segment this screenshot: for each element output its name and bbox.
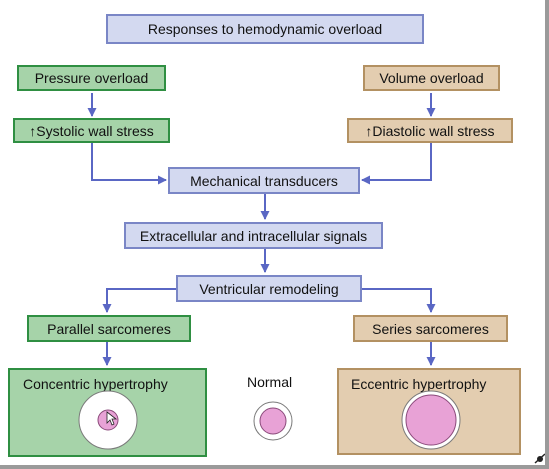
diastolic-wall-stress-label: Diastolic wall stress [372,122,495,139]
up-arrow-icon: ↑ [29,122,37,139]
series-sarcomeres-box: Series sarcomeres [353,315,508,342]
frame-bottom-border [0,465,549,469]
volume-overload-label: Volume overload [379,70,484,86]
ventricular-remodeling-box: Ventricular remodeling [176,275,362,302]
volume-overload-box: Volume overload [363,65,500,91]
normal-heart-icon [253,401,293,441]
signals-label: Extracellular and intracellular signals [139,227,368,244]
title-label: Responses to hemodynamic overload [147,21,383,37]
frame-right-border [545,0,549,469]
mouse-cursor-icon [106,411,118,426]
parallel-sarcomeres-label: Parallel sarcomeres [47,320,171,337]
systolic-wall-stress-box: ↑ Systolic wall stress [13,118,170,143]
up-arrow-icon: ↑ [365,122,373,139]
pressure-overload-box: Pressure overload [17,65,166,91]
arrow-remodeling-to-series [362,288,436,313]
series-sarcomeres-label: Series sarcomeres [372,320,489,337]
arrow-diastolic-to-transducers [361,142,432,185]
eccentric-heart-icon [401,390,461,450]
diastolic-wall-stress-box: ↑ Diastolic wall stress [347,118,513,143]
arrow-systolic-to-transducers [91,142,167,185]
eccentric-hypertrophy-label: Eccentric hypertrophy [351,376,487,392]
mechanical-transducers-box: Mechanical transducers [168,167,360,194]
concentric-heart-icon [78,390,138,450]
corner-logo-icon [534,453,546,464]
parallel-sarcomeres-box: Parallel sarcomeres [27,315,191,342]
normal-label: Normal [247,374,293,390]
pressure-overload-label: Pressure overload [34,70,149,86]
signals-box: Extracellular and intracellular signals [124,222,383,249]
systolic-wall-stress-label: Systolic wall stress [36,122,154,139]
arrow-remodeling-to-parallel [102,288,176,313]
mechanical-transducers-label: Mechanical transducers [190,172,338,189]
title-box: Responses to hemodynamic overload [106,14,424,44]
concentric-hypertrophy-label: Concentric hypertrophy [23,376,168,392]
ventricular-remodeling-label: Ventricular remodeling [199,280,339,297]
